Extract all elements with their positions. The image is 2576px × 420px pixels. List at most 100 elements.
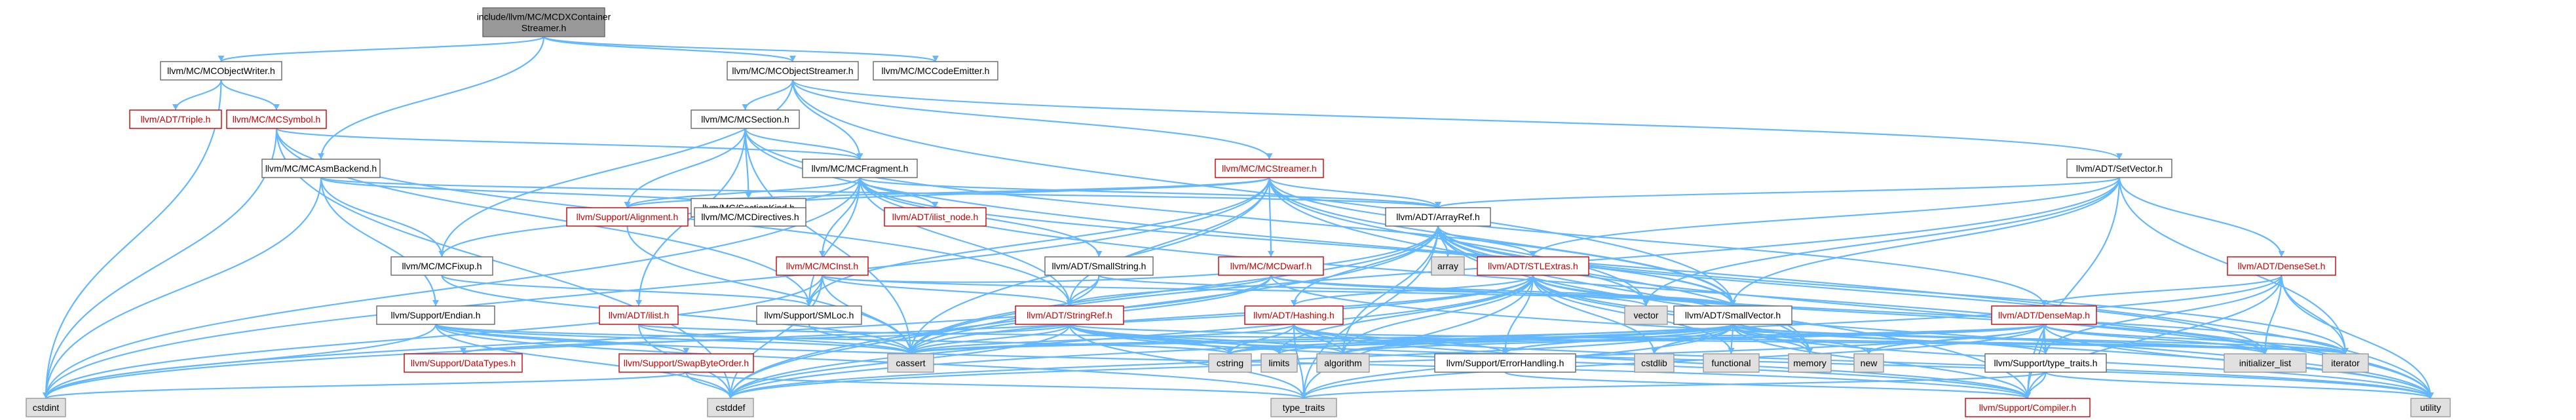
edge-arrowhead — [318, 153, 324, 159]
header-node-smloc[interactable]: llvm/Support/SMLoc.h — [756, 305, 862, 325]
node-box — [1434, 353, 1576, 373]
node-label: llvm/MC/MCDwarf.h — [1230, 261, 1312, 271]
edge-arrowhead — [856, 153, 863, 159]
node-label: llvm/ADT/ilist_node.h — [892, 212, 979, 222]
node-label: llvm/MC/MCFixup.h — [402, 261, 482, 271]
dependency-edges — [43, 35, 2434, 400]
node-label: llvm/Support/SMLoc.h — [765, 310, 854, 320]
dependency-edge — [1437, 225, 1811, 354]
dependency-edge — [1069, 275, 1272, 307]
header-node-triple[interactable]: llvm/ADT/Triple.h — [129, 109, 222, 129]
edge-arrowhead — [2262, 348, 2269, 354]
edge-arrowhead — [2278, 251, 2285, 257]
node-label: initializer_list — [2239, 358, 2291, 368]
header-node-mcobjectstreamer[interactable]: llvm/MC/MCObjectStreamer.h — [727, 61, 859, 81]
dependency-edge — [1732, 324, 1870, 354]
edge-arrowhead — [2041, 300, 2047, 306]
header-node-mcasmbackend[interactable]: llvm/MC/MCAsmBackend.h — [261, 159, 381, 178]
edge-arrowhead — [1276, 348, 1283, 354]
dependency-edge — [434, 323, 1231, 355]
node-label: llvm/ADT/Hashing.h — [1253, 310, 1335, 320]
header-node-alignment[interactable]: llvm/Support/Alignment.h — [566, 207, 689, 227]
node-box — [756, 305, 862, 325]
dependency-edge — [2043, 323, 2266, 355]
node-box — [707, 398, 754, 417]
node-label: llvm/ADT/SetVector.h — [2076, 163, 2163, 174]
node-label: llvm/MC/MCStreamer.h — [1222, 163, 1317, 174]
node-box — [1634, 353, 1675, 373]
dependency-edge — [45, 177, 322, 399]
header-node-compiler[interactable]: llvm/Support/Compiler.h — [1965, 398, 2091, 417]
edge-arrowhead — [1340, 348, 1346, 354]
header-node-densemap[interactable]: llvm/ADT/DenseMap.h — [1991, 305, 2097, 325]
node-label: llvm/Support/ErrorHandling.h — [1447, 358, 1564, 368]
node-box — [1703, 353, 1760, 373]
node-label: llvm/Support/Endian.h — [391, 310, 481, 320]
edge-arrowhead — [932, 56, 939, 62]
dependency-edge — [808, 324, 912, 354]
dependency-edge — [174, 79, 222, 111]
dependency-edge — [1532, 177, 2121, 258]
node-label: llvm/MC/MCDirectives.h — [701, 212, 799, 222]
header-node-mcdwarf[interactable]: llvm/MC/MCDwarf.h — [1218, 256, 1324, 276]
dependency-edge — [462, 323, 1070, 355]
dependency-edge — [791, 79, 1270, 160]
dependency-edge — [626, 177, 861, 208]
node-label: llvm/MC/MCInst.h — [786, 261, 858, 271]
header-node-errorhandling[interactable]: llvm/Support/ErrorHandling.h — [1434, 353, 1576, 373]
header-node-mccodeemitter[interactable]: llvm/MC/MCCodeEmitter.h — [873, 61, 998, 81]
node-label: llvm/ADT/StringRef.h — [1027, 310, 1112, 320]
header-node-hashing[interactable]: llvm/ADT/Hashing.h — [1244, 305, 1344, 325]
header-node-cstdlib: cstdlib — [1634, 353, 1675, 373]
dependency-edge — [2118, 177, 2282, 258]
dependency-edge — [542, 35, 937, 63]
header-node-mcfragment[interactable]: llvm/MC/MCFragment.h — [802, 159, 918, 178]
header-node-ilist[interactable]: llvm/ADT/ilist.h — [599, 305, 679, 325]
dependency-edge — [909, 324, 1070, 354]
dependency-edge — [320, 177, 437, 307]
node-box — [1385, 207, 1491, 227]
dependency-edge — [626, 225, 912, 354]
header-node-mcinst[interactable]: llvm/MC/MCInst.h — [776, 256, 869, 276]
node-box — [1208, 353, 1252, 373]
dependency-edge — [1270, 274, 1647, 307]
node-label: cstdint — [33, 402, 60, 413]
node-label: llvm/MC/MCCodeEmitter.h — [882, 66, 990, 76]
header-node-swapbyteorder[interactable]: llvm/Support/SwapByteOrder.h — [618, 353, 754, 373]
header-node-mcobjectwriter[interactable]: llvm/MC/MCObjectWriter.h — [160, 61, 282, 81]
dependency-edge — [1437, 225, 2347, 354]
node-box — [2322, 353, 2369, 373]
header-node-functional: functional — [1703, 353, 1760, 373]
header-node-ilistnode[interactable]: llvm/ADT/ilist_node.h — [884, 207, 987, 227]
header-node-denseset[interactable]: llvm/ADT/DenseSet.h — [2227, 256, 2336, 276]
header-node-datatypes[interactable]: llvm/Support/DataTypes.h — [404, 353, 523, 373]
node-box — [1991, 305, 2097, 325]
header-node-smallvector[interactable]: llvm/ADT/SmallVector.h — [1673, 305, 1792, 325]
header-node-array: array — [1431, 256, 1465, 276]
edge-arrowhead — [1642, 300, 1650, 306]
node-label: llvm/ADT/SmallVector.h — [1685, 310, 1781, 320]
header-node-mcsection[interactable]: llvm/MC/MCSection.h — [691, 109, 800, 129]
header-node-mcstreamer[interactable]: llvm/MC/MCStreamer.h — [1215, 159, 1324, 178]
dependency-edge — [909, 323, 1734, 355]
header-node-initlist: initializer_list — [2224, 353, 2307, 373]
header-node-mcsymbol[interactable]: llvm/MC/MCSymbol.h — [226, 109, 327, 129]
node-box — [1853, 353, 1884, 373]
header-node-setvector[interactable]: llvm/ADT/SetVector.h — [2066, 159, 2172, 178]
header-node-arrayref[interactable]: llvm/ADT/ArrayRef.h — [1385, 207, 1491, 227]
edge-arrowhead — [624, 202, 631, 208]
node-label: llvm/ADT/DenseMap.h — [1998, 310, 2090, 320]
header-node-typetraitsh[interactable]: llvm/Support/type_traits.h — [1984, 353, 2107, 373]
header-node-endian[interactable]: llvm/Support/Endian.h — [376, 305, 495, 325]
header-node-mcfixup[interactable]: llvm/MC/MCFixup.h — [390, 256, 493, 276]
edge-arrowhead — [438, 251, 445, 257]
dependency-edge — [2043, 323, 2347, 355]
header-node-mcdirectives[interactable]: llvm/MC/MCDirectives.h — [694, 207, 806, 227]
dependency-edge — [909, 323, 1295, 355]
header-node-stlextras[interactable]: llvm/ADT/STLExtras.h — [1477, 256, 1589, 276]
dependency-edge — [434, 324, 1305, 399]
dependency-edge — [45, 275, 824, 399]
header-node-stringref[interactable]: llvm/ADT/StringRef.h — [1015, 305, 1124, 325]
header-node-smallstring[interactable]: llvm/ADT/SmallString.h — [1044, 256, 1154, 276]
